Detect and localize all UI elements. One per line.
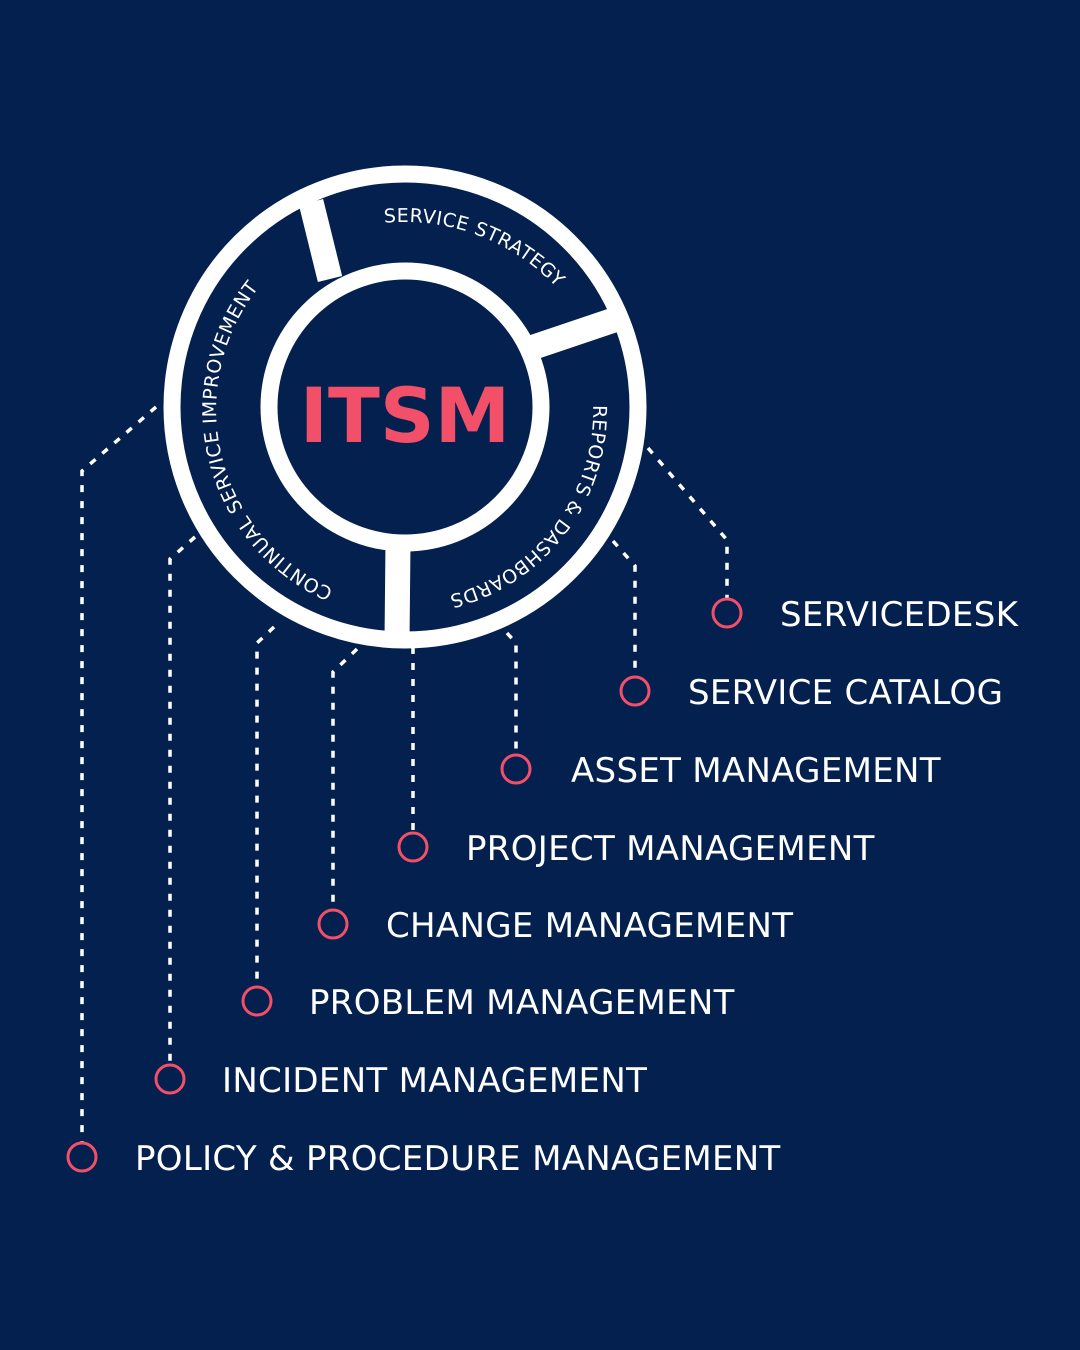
item-node-icon [397,831,429,863]
item-node-icon [711,597,743,629]
item-label-problem-management: PROBLEM MANAGEMENT [309,983,735,1023]
item-node-icon [317,908,349,940]
connector-policy-procedure-management [80,405,158,1142]
list-item: CHANGE MANAGEMENT [317,906,793,946]
connector-group [80,405,729,1142]
item-label-change-management: CHANGE MANAGEMENT [386,906,793,946]
wheel-divider-bottom [384,541,411,643]
item-node-icon [66,1141,98,1173]
wheel-divider-top [298,199,343,282]
wheel-divider-right [530,308,618,359]
item-node-icon [241,985,273,1017]
item-label-policy-procedure-management: POLICY & PROCEDURE MANAGEMENT [135,1139,781,1179]
item-node-icon [154,1063,186,1095]
list-item: SERVICE CATALOG [619,673,1003,713]
item-list: SERVICEDESK SERVICE CATALOG ASSET MANAGE… [66,595,1020,1179]
connector-service-catalog [611,539,637,676]
connector-change-management [331,647,359,909]
list-item: PROJECT MANAGEMENT [397,829,875,869]
item-node-icon [500,753,532,785]
item-node-icon [619,675,651,707]
list-item: INCIDENT MANAGEMENT [154,1061,647,1101]
hub-title: ITSM [300,371,510,460]
connector-asset-management [505,631,518,754]
item-label-service-catalog: SERVICE CATALOG [688,673,1003,713]
list-item: POLICY & PROCEDURE MANAGEMENT [66,1139,781,1179]
list-item: ASSET MANAGEMENT [500,751,941,791]
list-item: SERVICEDESK [711,595,1020,635]
connector-servicedesk [646,446,729,598]
itsm-wheel: SERVICE STRATEGY REPORTS & DASHBOARDS CO… [163,165,647,649]
item-label-asset-management: ASSET MANAGEMENT [571,751,941,791]
item-label-servicedesk: SERVICEDESK [780,595,1020,635]
item-label-incident-management: INCIDENT MANAGEMENT [222,1061,647,1101]
item-label-project-management: PROJECT MANAGEMENT [466,829,875,869]
connector-problem-management [255,625,276,986]
list-item: PROBLEM MANAGEMENT [241,983,735,1023]
connector-incident-management [168,535,197,1064]
